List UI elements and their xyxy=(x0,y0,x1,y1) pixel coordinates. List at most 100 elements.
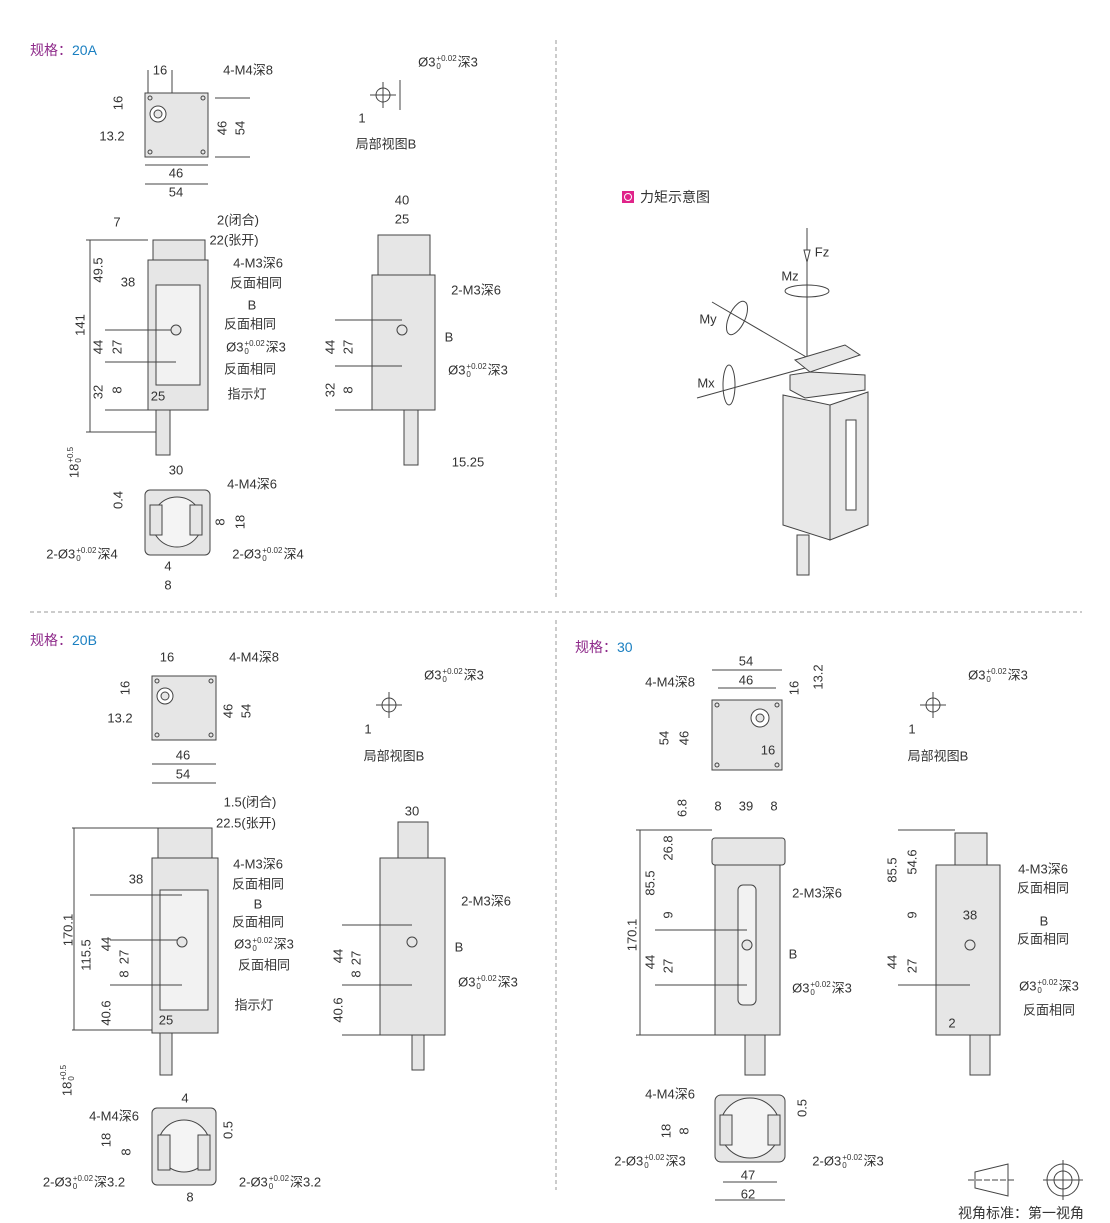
dimension-label: 54 xyxy=(168,184,184,200)
dimension-label: 30 xyxy=(168,462,184,478)
dimension-label: 38 xyxy=(120,274,136,290)
dimension-label: Mx xyxy=(697,375,715,391)
20a-front-view xyxy=(86,239,209,456)
dimension-label: 6.8 xyxy=(674,798,690,818)
tolerance-upper: +0.02 xyxy=(476,974,497,983)
dimension-label: 170.1 xyxy=(60,913,76,947)
dimension-label: 4 xyxy=(164,558,172,574)
dimension-label: 44 xyxy=(884,954,900,970)
dimension-label: 16 xyxy=(117,680,133,696)
tolerance-lower: 0 xyxy=(72,1182,78,1191)
dimension-label: 38 xyxy=(962,907,978,923)
dimension-label: 8 xyxy=(714,798,722,814)
dimension-label: 1 xyxy=(364,721,372,737)
dimension-label: 46 xyxy=(175,747,191,763)
dimension-label: 1 xyxy=(358,110,366,126)
dimension-label: 27 xyxy=(109,339,125,355)
tolerance-upper: +0.02 xyxy=(262,546,283,555)
dimension-label: 27 xyxy=(904,958,920,974)
20a-side-view xyxy=(335,234,436,466)
dimension-label: 局部视图B xyxy=(363,748,425,764)
dimension-label: 26.8 xyxy=(660,835,676,861)
spec-value: 30 xyxy=(617,639,633,655)
dim-suffix: 深3 xyxy=(265,339,286,355)
dimension-label: 115.5 xyxy=(78,939,94,971)
dimension-label: 反面相同 xyxy=(229,275,283,291)
tolerance-lower: 0 xyxy=(74,458,83,463)
dimension-label: 2-M3深6 xyxy=(461,893,511,909)
spec-key: 规格： xyxy=(30,42,72,58)
dimension-label: 18 xyxy=(98,1132,114,1148)
dimension-label: 32 xyxy=(322,382,338,398)
dimension-label: 16 xyxy=(159,649,175,665)
dimension-label: 反面相同 xyxy=(1016,931,1070,947)
dim-suffix: 深3 xyxy=(463,667,484,683)
dim-base: 2-Ø3 xyxy=(614,1153,644,1169)
tolerance-upper: +0.02 xyxy=(252,936,273,945)
dimension-label: 85.5 xyxy=(642,870,658,896)
dimension-label: 27 xyxy=(116,949,132,965)
dimension-label: 4-M4深8 xyxy=(645,674,695,690)
dimension-label: B xyxy=(253,896,263,912)
20a-top-view xyxy=(144,70,250,185)
dimension-label: 8 xyxy=(109,386,125,394)
dimension-label: B xyxy=(788,946,798,962)
dimension-label: 2-M3深6 xyxy=(451,282,501,298)
dimension-label: 18 xyxy=(232,514,248,530)
dim-suffix: 深3.2 xyxy=(290,1174,322,1190)
dimension-label: 27 xyxy=(340,339,356,355)
dimension-label: 反面相同 xyxy=(231,914,285,930)
dimension-label: 32 xyxy=(90,384,106,400)
first-angle-projection-icon xyxy=(968,1160,1083,1200)
30-top-view xyxy=(711,669,783,771)
dimension-label: 13.2 xyxy=(810,664,826,690)
dim-base: Ø3 xyxy=(226,339,244,355)
moment-title: 力矩示意图 xyxy=(640,189,710,205)
dimension-label: My xyxy=(699,311,717,327)
dimension-label: 0.4 xyxy=(110,490,126,510)
dimension-label: 2-M3深6 xyxy=(792,885,842,901)
dim-suffix: 深3 xyxy=(497,974,518,990)
dimension-label: 170.1 xyxy=(624,918,640,952)
tolerance-upper: +0.02 xyxy=(810,980,831,989)
tolerance-lower: 0 xyxy=(262,554,267,563)
20a-bottom-view xyxy=(144,489,211,556)
dimension-label: 8 xyxy=(676,1127,692,1135)
dimension-label: 8 xyxy=(118,1148,134,1156)
dimension-label: 47 xyxy=(740,1167,756,1183)
spec-heading-20b: 规格：20B xyxy=(30,630,97,650)
dimension-label: 反面相同 xyxy=(237,957,291,973)
dimension-label: 4-M3深6 xyxy=(233,255,283,271)
tolerance-lower: 0 xyxy=(810,988,815,997)
dimension-label: 62 xyxy=(740,1186,756,1202)
dimension-label: 4-M4深8 xyxy=(223,62,273,78)
dimension-label: 局部视图B xyxy=(355,136,417,152)
30-bottom-view xyxy=(714,1094,786,1201)
tolerance-upper: +0.02 xyxy=(268,1174,290,1183)
dimension-label: 13.2 xyxy=(99,128,125,144)
dimension-label: 9 xyxy=(660,911,676,919)
dimension-label: 15.25 xyxy=(451,454,485,470)
dimension-label: 4-M3深6 xyxy=(233,856,283,872)
dim-base: Ø3 xyxy=(234,936,252,952)
tolerance-lower: 0 xyxy=(1037,986,1042,995)
dimension-label: 22.5(张开) xyxy=(216,815,276,831)
tolerance-upper: +0.02 xyxy=(1037,978,1058,987)
30-detail-b xyxy=(920,692,946,718)
dimension-label: 4-M3深6 xyxy=(1018,861,1068,877)
